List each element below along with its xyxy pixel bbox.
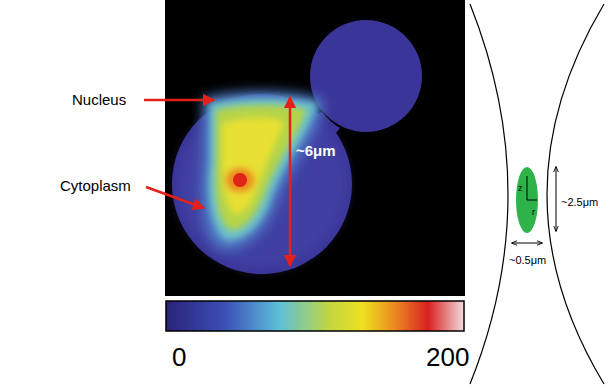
lens-outline	[547, 4, 604, 384]
scale-tick-label-holder: 200	[426, 343, 469, 372]
dimension-arrow	[512, 243, 542, 244]
cell-body	[172, 20, 422, 274]
part-label-holder: Nucleus	[72, 91, 126, 109]
lens-outline	[470, 4, 508, 384]
scale-tick-label: 200	[426, 343, 469, 372]
part-label-holder: Cytoplasm	[60, 177, 131, 195]
nucleus-heatmap	[201, 91, 324, 250]
scale-tick-label: 0	[172, 343, 186, 372]
focal-volume	[516, 167, 538, 233]
axis-label-holder: r	[532, 201, 535, 219]
colour-scale-bar	[166, 301, 464, 331]
dimension-label: ~6μm	[296, 143, 336, 160]
dimension-label-holder: ~0.5μm	[509, 250, 546, 268]
leader-arrow	[146, 187, 204, 208]
dimension-label-holder: ~2.5μm	[561, 192, 598, 210]
axis-label-holder: z	[518, 177, 523, 195]
dimension-label: ~0.5μm	[509, 254, 546, 266]
axis-line	[527, 176, 528, 200]
dimension-label-holder: ~6μm	[296, 142, 336, 160]
axis-label: r	[532, 208, 535, 218]
axis-label: z	[518, 184, 523, 194]
part-label: Cytoplasm	[60, 178, 131, 195]
dimension-label: ~2.5μm	[561, 196, 598, 208]
dimension-arrow	[556, 167, 557, 231]
leader-arrow	[144, 99, 214, 102]
image-background	[165, 0, 465, 296]
part-label: Nucleus	[72, 92, 126, 109]
dimension-arrow	[289, 97, 292, 266]
axis-line	[527, 200, 537, 201]
scale-tick-label-holder: 0	[172, 343, 186, 372]
